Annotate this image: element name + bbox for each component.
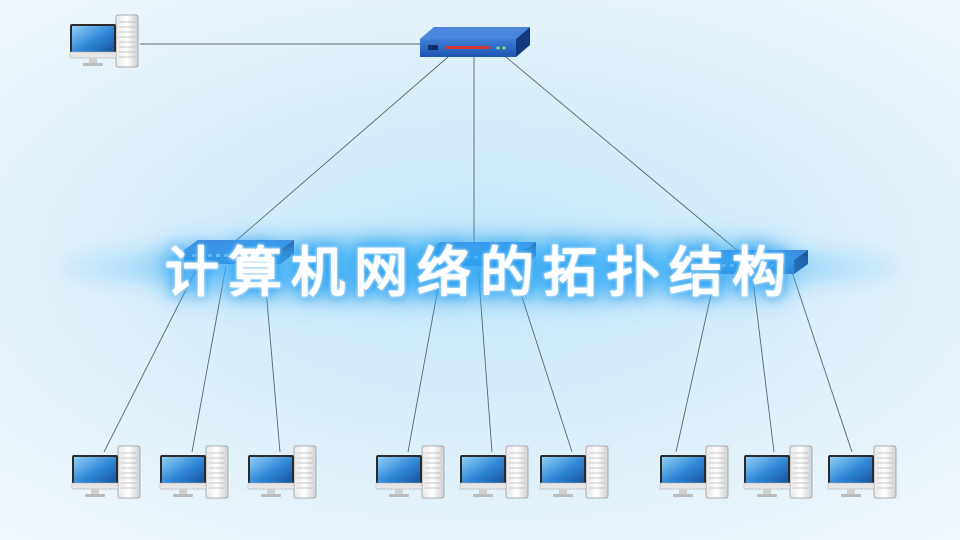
computer-icon xyxy=(71,445,141,499)
computer-icon xyxy=(159,445,229,499)
computer-icon xyxy=(375,445,445,499)
link-core-switch-3 xyxy=(505,56,745,257)
title-glow xyxy=(60,232,900,302)
core-router-icon xyxy=(420,27,530,57)
computer-icon xyxy=(459,445,529,499)
link-switch3-pc3 xyxy=(791,271,853,453)
computer-icon xyxy=(69,14,139,68)
computer-icon xyxy=(539,445,609,499)
link-switch3-pc1 xyxy=(675,271,717,453)
computer-icon xyxy=(659,445,729,499)
computer-icon xyxy=(247,445,317,499)
slide-title: 计算机网络的拓扑结构 xyxy=(165,241,795,304)
computer-icon xyxy=(827,445,897,499)
computer-icon xyxy=(743,445,813,499)
link-core-switch-1 xyxy=(229,56,449,247)
link-switch3-pc2 xyxy=(751,271,775,453)
